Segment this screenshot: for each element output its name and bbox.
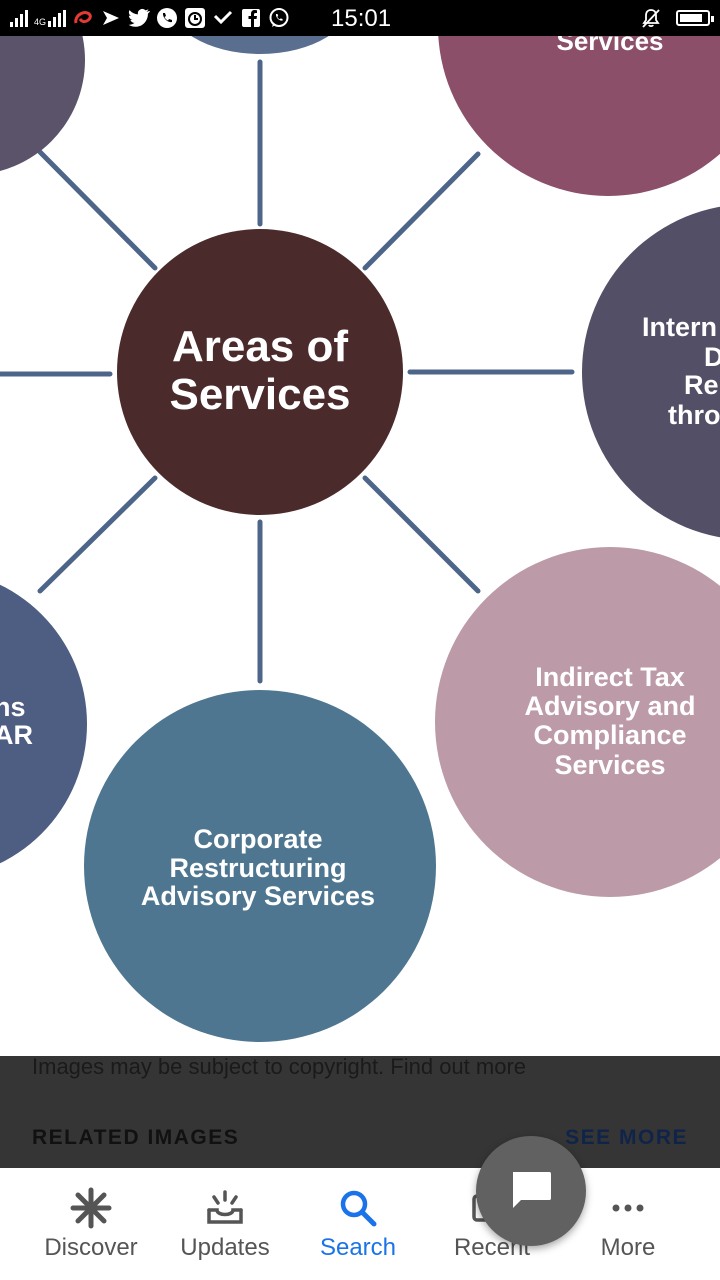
status-time: 15:01 (331, 5, 392, 32)
spoke-bottom-left (37, 475, 158, 594)
twitter-icon (128, 7, 151, 29)
circle-top-right (438, 36, 720, 196)
bottom-right-label-line3: Compliance (533, 720, 686, 750)
related-images-heading: RELATED IMAGES (32, 1126, 240, 1149)
nav-more[interactable]: More (563, 1168, 693, 1280)
nav-discover[interactable]: Discover (26, 1168, 156, 1280)
phone-icon (156, 7, 178, 29)
right-label-line2: D (704, 342, 720, 372)
circle-top-left (0, 36, 85, 172)
left-label-line1: ns (0, 692, 26, 722)
see-more-link[interactable]: SEE MORE (565, 1126, 688, 1149)
clock-icon (184, 7, 206, 29)
whatsapp-icon (268, 7, 290, 29)
right-label-line3: Re (684, 370, 719, 400)
facebook-icon (240, 7, 262, 29)
asterisk-icon (70, 1187, 112, 1229)
bottom-label-line3: Advisory Services (141, 881, 375, 911)
status-icons-right (640, 0, 714, 36)
circle-bottom-right (435, 547, 720, 897)
circle-left (0, 584, 87, 864)
circle-right (582, 206, 720, 538)
center-label-line1: Areas of (172, 322, 348, 371)
spoke-top-left (37, 149, 158, 271)
right-label-line4: thro (668, 400, 720, 430)
bottom-navigation: Discover Updates Search Recent (0, 1168, 720, 1280)
nav-search-label: Search (319, 1234, 397, 1261)
signal-4g-icon: 4G (34, 9, 67, 27)
circle-top (191, 36, 329, 54)
battery-icon (676, 10, 714, 26)
bottom-right-label-line2: Advisory and (524, 691, 695, 721)
center-label-line2: Services (169, 370, 350, 419)
check-icon (212, 7, 234, 29)
nav-more-label: More (600, 1234, 656, 1261)
spoke-top-right (362, 151, 481, 271)
more-dots-icon (612, 1204, 644, 1212)
right-label-line1: Intern (642, 312, 717, 342)
spoke-bottom-right (362, 475, 481, 594)
top-right-label: Services (557, 36, 664, 56)
image-info-panel (0, 1056, 720, 1168)
signal-icon (10, 9, 28, 27)
bottom-label-line1: Corporate (193, 824, 322, 854)
airtel-icon (72, 7, 94, 29)
copyright-notice[interactable]: Images may be subject to copyright. Find… (32, 1054, 527, 1079)
status-icons-left: 4G (10, 0, 290, 36)
nav-search[interactable]: Search (293, 1168, 423, 1280)
status-bar: 4G 15:01 (0, 0, 720, 36)
nav-discover-label: Discover (44, 1234, 138, 1261)
left-label-line2: AR (0, 720, 33, 750)
diagram-image[interactable]: Areas of Services Services Intern D Re t… (0, 36, 720, 1056)
diagram-spokes (0, 59, 575, 684)
bottom-right-label-line1: Indirect Tax (535, 662, 685, 692)
chat-icon (513, 1172, 551, 1208)
circle-center (117, 229, 403, 515)
chat-fab-button[interactable] (476, 1136, 586, 1246)
bottom-right-label-line4: Services (554, 750, 665, 780)
nav-updates[interactable]: Updates (160, 1168, 290, 1280)
message-icon (100, 7, 122, 29)
updates-icon (207, 1190, 243, 1224)
mute-bell-icon (640, 7, 662, 29)
nav-updates-label: Updates (180, 1234, 270, 1261)
circle-bottom (84, 690, 436, 1042)
bottom-label-line2: Restructuring (169, 853, 346, 883)
search-icon (340, 1190, 377, 1227)
services-diagram: Areas of Services Services Intern D Re t… (0, 36, 720, 1042)
